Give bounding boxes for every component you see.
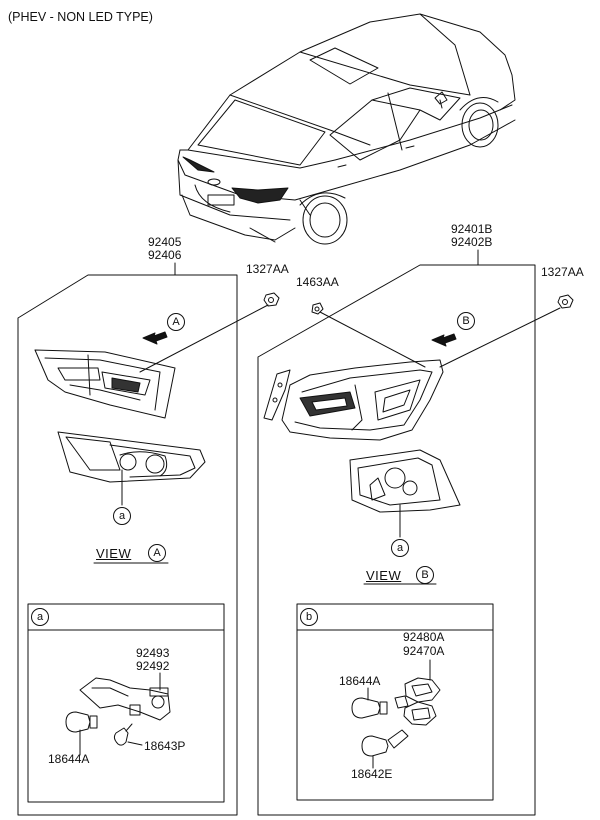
- view-b-callout-a: a: [391, 539, 409, 557]
- view-a-letter: A: [148, 544, 166, 562]
- arrow-b-callout: B: [457, 312, 475, 330]
- assembly-left-number-1: 92405: [148, 235, 182, 249]
- detail-b-holder-2: 92470A: [403, 644, 445, 658]
- left-assembly-frame: [17, 262, 238, 816]
- detail-a-holder-2: 92492: [136, 659, 170, 673]
- screw-label: 1463AA: [296, 275, 339, 289]
- detail-b-frame: [296, 603, 494, 801]
- nut-left-label: 1327AA: [246, 262, 289, 276]
- nut-left-icon: [263, 292, 280, 307]
- diagram-title: (PHEV - NON LED TYPE): [8, 10, 153, 24]
- detail-a-bulb-small: 18643P: [144, 739, 186, 753]
- detail-a-parts: [65, 672, 171, 756]
- detail-b-bulb-lower: 18642E: [351, 767, 393, 781]
- view-a-arrow-icon: [142, 331, 168, 345]
- right-lamp-drawing: [263, 359, 461, 538]
- view-a-text: VIEW: [96, 546, 132, 561]
- assembly-right-number-1: 92401B: [451, 222, 493, 236]
- detail-a-bulb-big: 18644A: [48, 752, 90, 766]
- view-b-arrow-icon: [431, 333, 457, 347]
- view-b-text: VIEW: [366, 568, 402, 583]
- detail-a-frame: [27, 603, 225, 803]
- detail-b-holder-1: 92480A: [403, 630, 445, 644]
- nut-right-label: 1327AA: [541, 265, 584, 279]
- nut-right-icon: [557, 294, 574, 309]
- assembly-left-number-2: 92406: [148, 248, 182, 262]
- assembly-right-number-2: 92402B: [451, 235, 493, 249]
- detail-a-holder-1: 92493: [136, 646, 170, 660]
- view-b-letter: B: [416, 566, 434, 584]
- screw-icon: [311, 302, 324, 315]
- view-a-callout-a: a: [113, 507, 131, 525]
- left-lamp-drawing: [34, 349, 206, 506]
- detail-b-tag: b: [300, 608, 318, 626]
- right-assembly-frame: [257, 249, 536, 816]
- car-illustration: [177, 13, 516, 245]
- detail-b-parts: [351, 659, 441, 769]
- detail-a-tag: a: [31, 608, 49, 626]
- arrow-a-callout: A: [167, 313, 185, 331]
- detail-b-bulb-upper: 18644A: [339, 674, 381, 688]
